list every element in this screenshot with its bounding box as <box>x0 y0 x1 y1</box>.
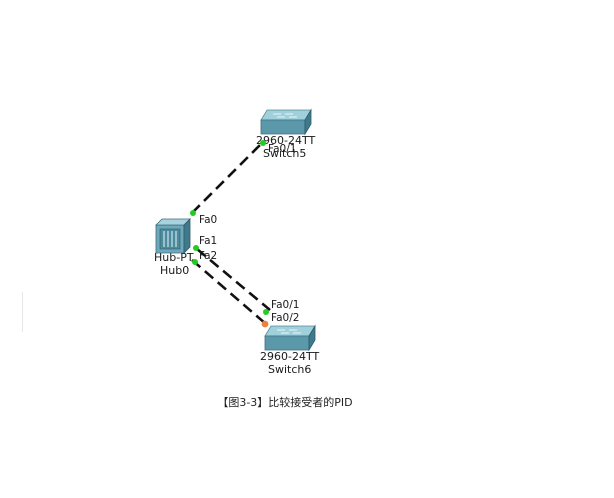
hub-fa2-status-icon <box>192 259 198 265</box>
link-hub-switch6-b[interactable] <box>191 259 267 325</box>
hub-fa0-status-icon <box>190 210 196 216</box>
switch6-port-fa01-label: Fa0/1 <box>271 299 299 311</box>
hub-port-fa1-label: Fa1 <box>199 235 217 247</box>
hub-port-fa2-label: Fa2 <box>199 250 217 262</box>
switch6-device[interactable] <box>264 324 316 352</box>
switch6-fa02-blocking-icon <box>261 320 269 328</box>
hub-port-fa0-label: Fa0 <box>199 214 217 226</box>
switch5-port-fa01-label: Fa0/1 <box>268 143 296 155</box>
switch6-port-fa02-label: Fa0/2 <box>271 312 299 324</box>
switch6-name-label: Switch6 <box>268 363 311 376</box>
figure-caption: 【图3-3】比较接受者的PID <box>217 396 353 409</box>
switch5-device[interactable] <box>260 108 312 136</box>
hub-device[interactable] <box>155 218 191 254</box>
switch5-fa01-status-icon <box>260 140 266 146</box>
link-hub-switch5[interactable] <box>191 141 264 214</box>
switch6-model-label: 2960-24TT <box>260 350 319 363</box>
switch6-fa01-status-icon <box>263 309 269 315</box>
hub-fa1-status-icon <box>193 245 199 251</box>
hub-name-label: Hub0 <box>160 264 189 277</box>
hub-model-label: Hub-PT <box>154 251 194 264</box>
switch5-model-label: 2960-24TT <box>256 134 315 147</box>
switch5-name-label: Switch5 <box>263 147 306 160</box>
left-edge-mark <box>22 292 23 332</box>
